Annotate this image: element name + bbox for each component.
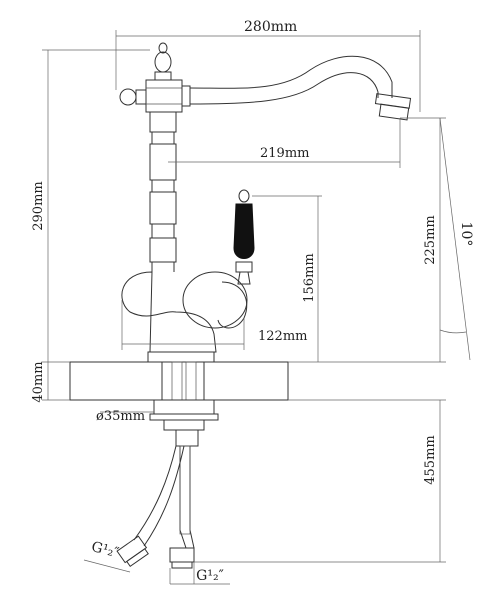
dim-290mm: 290mm (31, 181, 46, 230)
flex-hoses (116, 445, 195, 569)
connection-label-left: G¹₂″ (90, 539, 121, 561)
dim-219mm: 219mm (260, 146, 309, 161)
connection-label-right: G¹₂″ (196, 568, 224, 584)
faucet-body (119, 42, 412, 447)
dim-40mm: 40mm (31, 361, 46, 402)
dim-225mm: 225mm (423, 215, 438, 264)
dim-122mm: 122mm (258, 329, 307, 344)
dim-280mm: 280mm (244, 19, 297, 35)
dim-10-degree: 10° (458, 222, 474, 247)
dim-156mm: 156mm (302, 253, 317, 302)
lever-handle (233, 189, 255, 285)
dim-455mm: 455mm (423, 435, 438, 484)
countertop-section (69, 361, 289, 401)
dim-diameter-35mm: ø35mm (96, 409, 145, 424)
dimension-lines (42, 30, 471, 585)
